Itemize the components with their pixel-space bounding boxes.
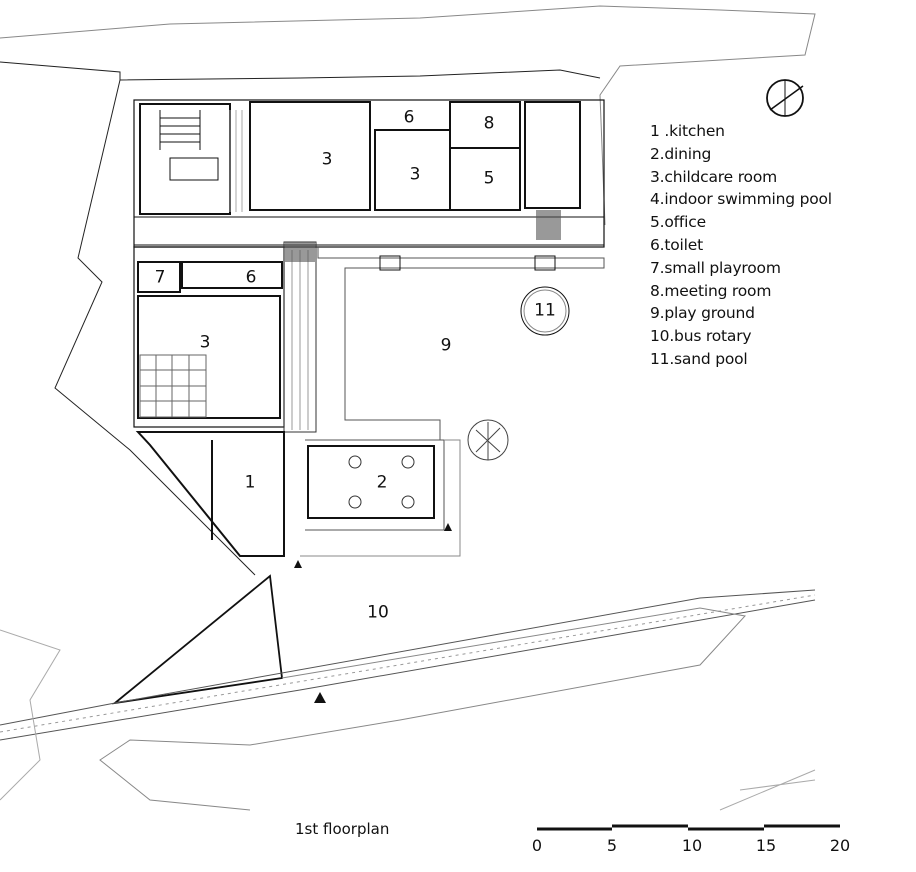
room-label-bus-rotary: 10 xyxy=(367,602,389,623)
legend: 1 .kitchen 2.dining 3.childcare room 4.i… xyxy=(650,120,832,371)
legend-item: 9.play ground xyxy=(650,304,755,323)
scale-bar xyxy=(537,824,840,831)
legend-item: 6.toilet xyxy=(650,235,703,254)
room-label-kitchen: 1 xyxy=(244,472,256,493)
room-label-meeting: 8 xyxy=(483,113,495,134)
site-boundary-left xyxy=(0,61,601,81)
room-label-dining: 2 xyxy=(376,472,388,493)
room-label-toilet: 6 xyxy=(403,107,415,128)
legend-item: 11.sand pool xyxy=(650,349,748,368)
legend-item: 1 .kitchen xyxy=(650,122,725,140)
tree-icon xyxy=(467,419,509,461)
dining-hall xyxy=(307,445,435,519)
scale-tick: 15 xyxy=(755,836,777,855)
legend-item: 5.office xyxy=(650,213,706,232)
room-label-toilet: 6 xyxy=(245,267,257,288)
room-label-childcare: 3 xyxy=(199,332,211,353)
scale-tick: 5 xyxy=(606,836,618,855)
scale-tick: 0 xyxy=(531,836,543,855)
room-label-childcare: 3 xyxy=(409,164,421,185)
drawing-caption: 1st floorplan xyxy=(295,820,390,838)
room-label-sand-pool: 11 xyxy=(534,300,556,321)
room-label-playground: 9 xyxy=(440,335,452,356)
site-boundary-west xyxy=(54,79,256,576)
north-wing xyxy=(133,99,605,248)
north-arrow-icon xyxy=(766,79,804,117)
room-label-small-playroom: 7 xyxy=(154,267,166,288)
room-label-office: 5 xyxy=(483,168,495,189)
legend-item: 3.childcare room xyxy=(650,167,777,186)
sand-pool xyxy=(520,286,570,336)
legend-item: 4.indoor swimming pool xyxy=(650,190,832,209)
legend-item: 10.bus rotary xyxy=(650,327,752,346)
bus-rotary-triangle xyxy=(111,574,283,705)
kitchen-wing xyxy=(135,431,285,557)
scale-tick: 10 xyxy=(681,836,703,855)
legend-item: 7.small playroom xyxy=(650,258,781,277)
legend-item: 2.dining xyxy=(650,144,712,163)
legend-item: 8.meeting room xyxy=(650,281,772,300)
site-boundary-top xyxy=(0,5,816,226)
scale-tick: 20 xyxy=(829,836,851,855)
room-label-childcare: 3 xyxy=(321,149,333,170)
